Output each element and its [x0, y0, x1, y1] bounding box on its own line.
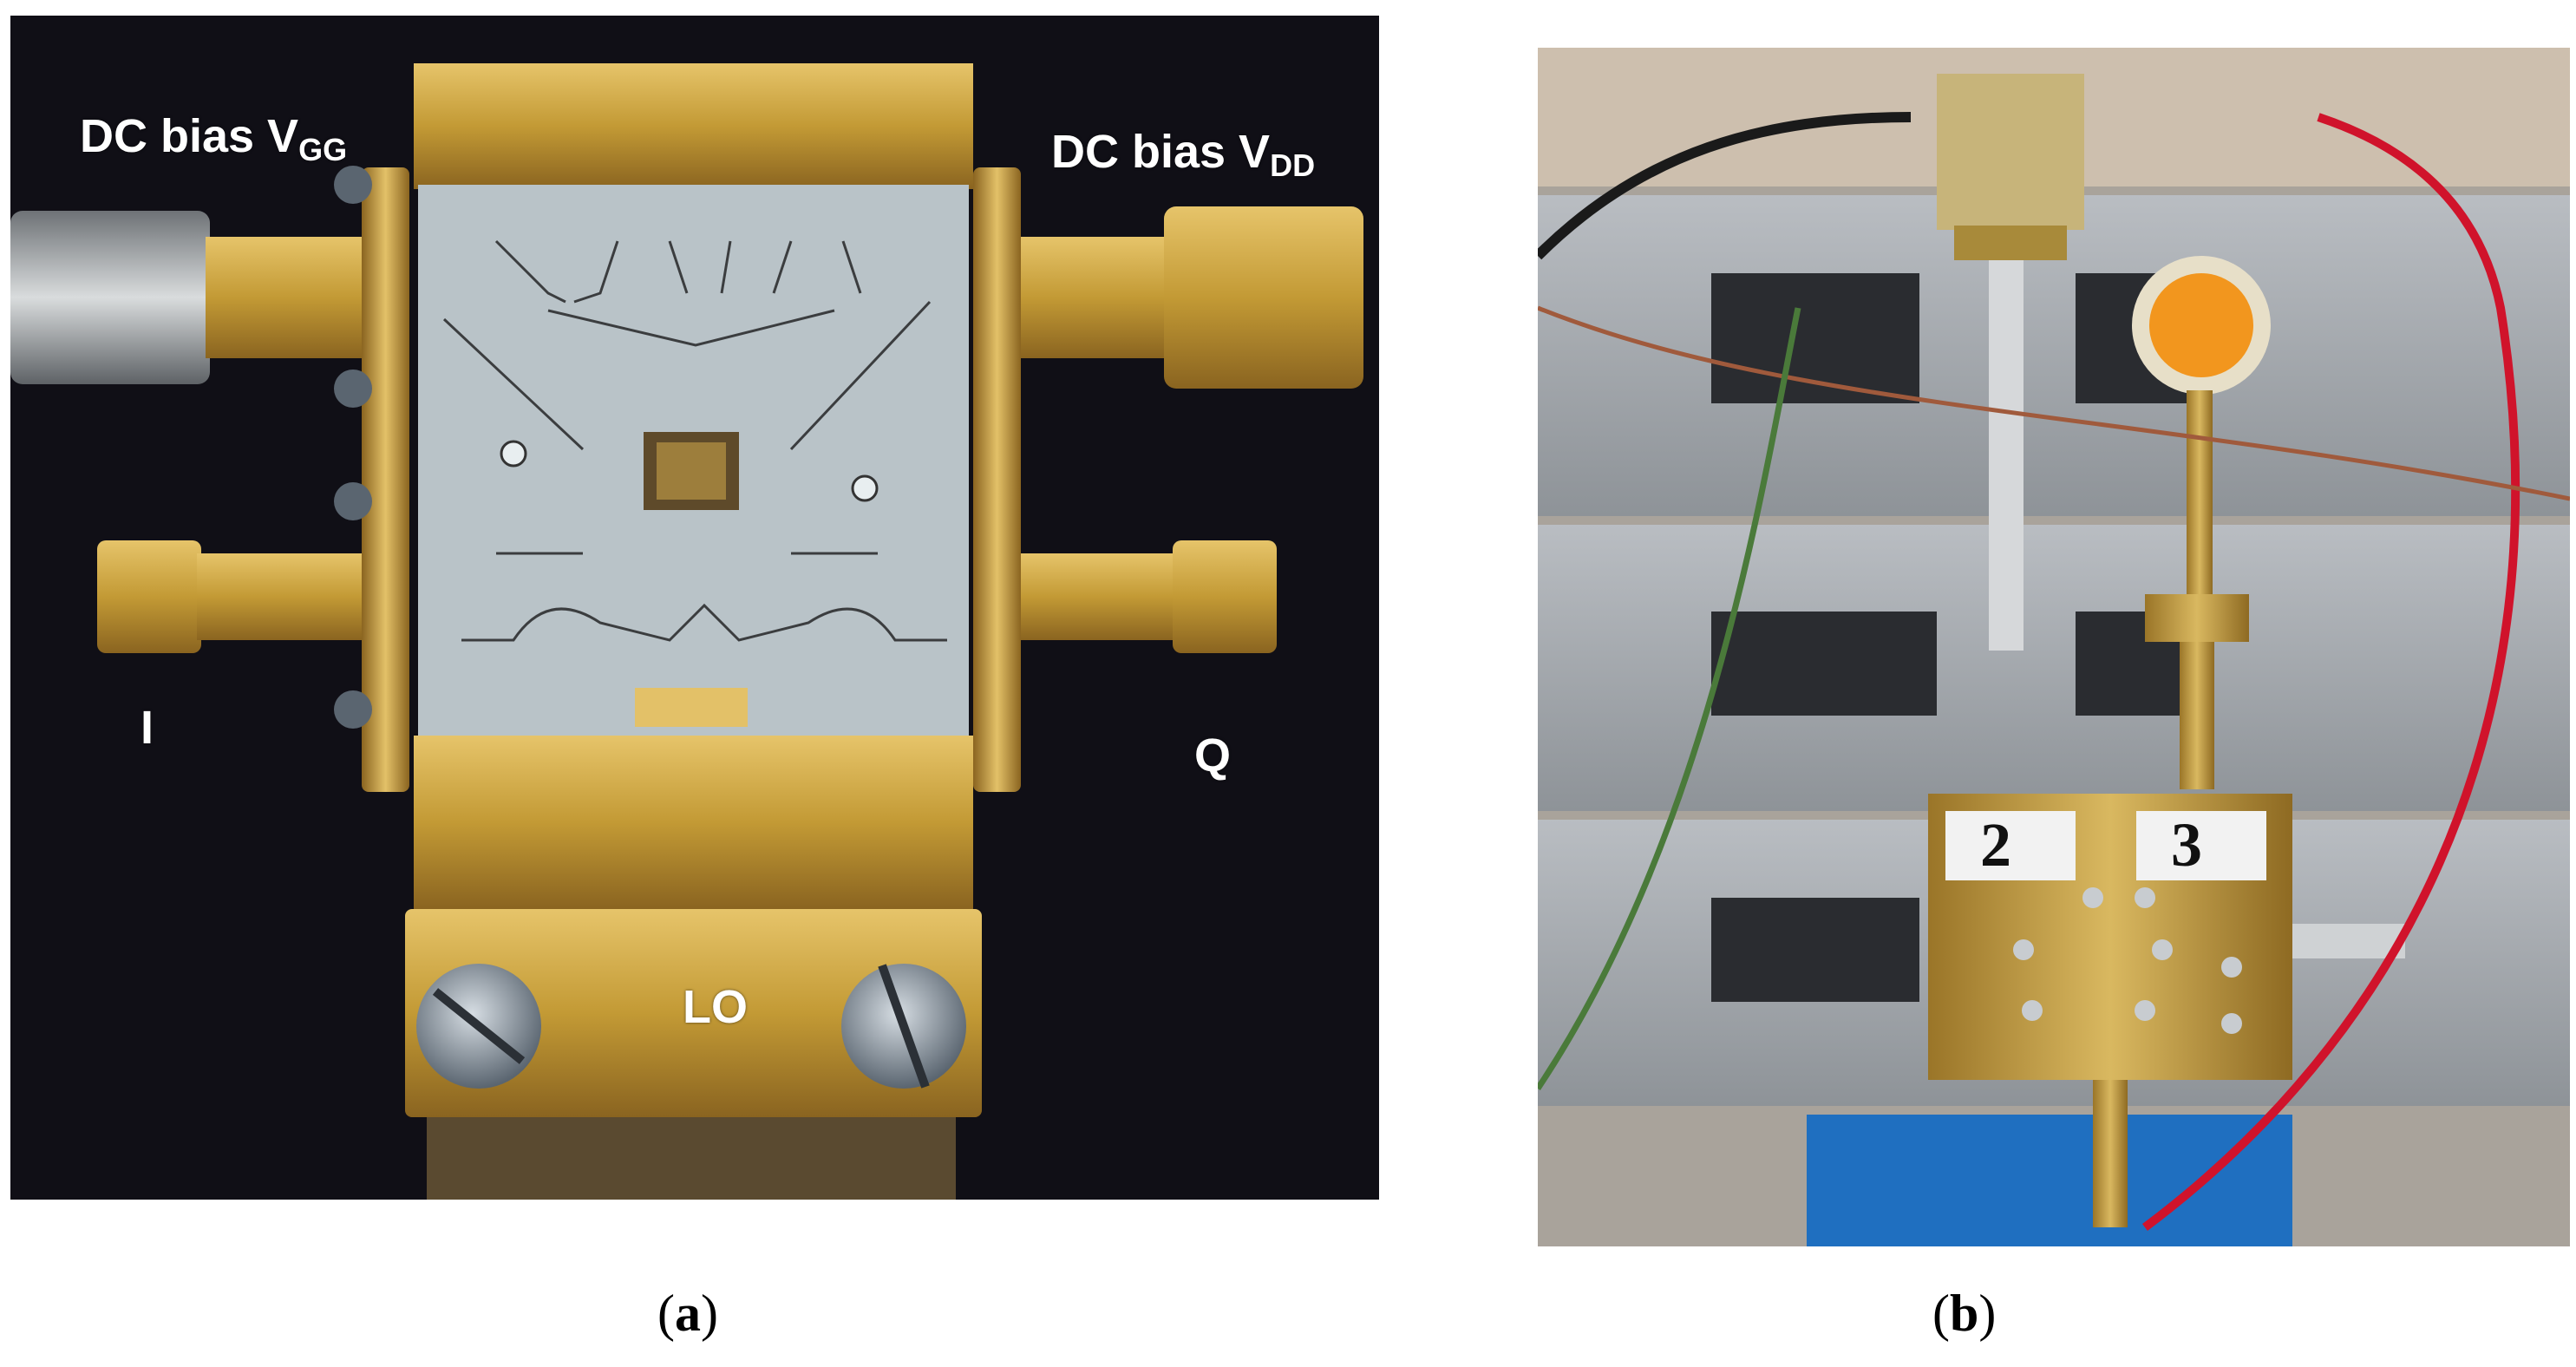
- label-port-q: Q: [1194, 729, 1232, 782]
- caption-a: (a): [657, 1285, 718, 1342]
- waveguide-label-3: 3: [2171, 810, 2202, 880]
- caption-b: (b): [1932, 1285, 1997, 1342]
- photo-panel-b: 2 3: [1538, 48, 2570, 1246]
- label-port-lo: LO: [683, 981, 748, 1033]
- label-dc-bias-vdd: DC bias VDD: [1051, 126, 1316, 183]
- setup-photo: [1538, 48, 2570, 1246]
- module-photo: [10, 16, 1379, 1200]
- waveguide-label-2: 2: [1980, 810, 2011, 880]
- photo-panel-a: DC bias VGG DC bias VDD I Q LO: [10, 16, 1379, 1200]
- label-dc-bias-vgg: DC bias VGG: [80, 110, 348, 167]
- label-port-i: I: [141, 702, 154, 754]
